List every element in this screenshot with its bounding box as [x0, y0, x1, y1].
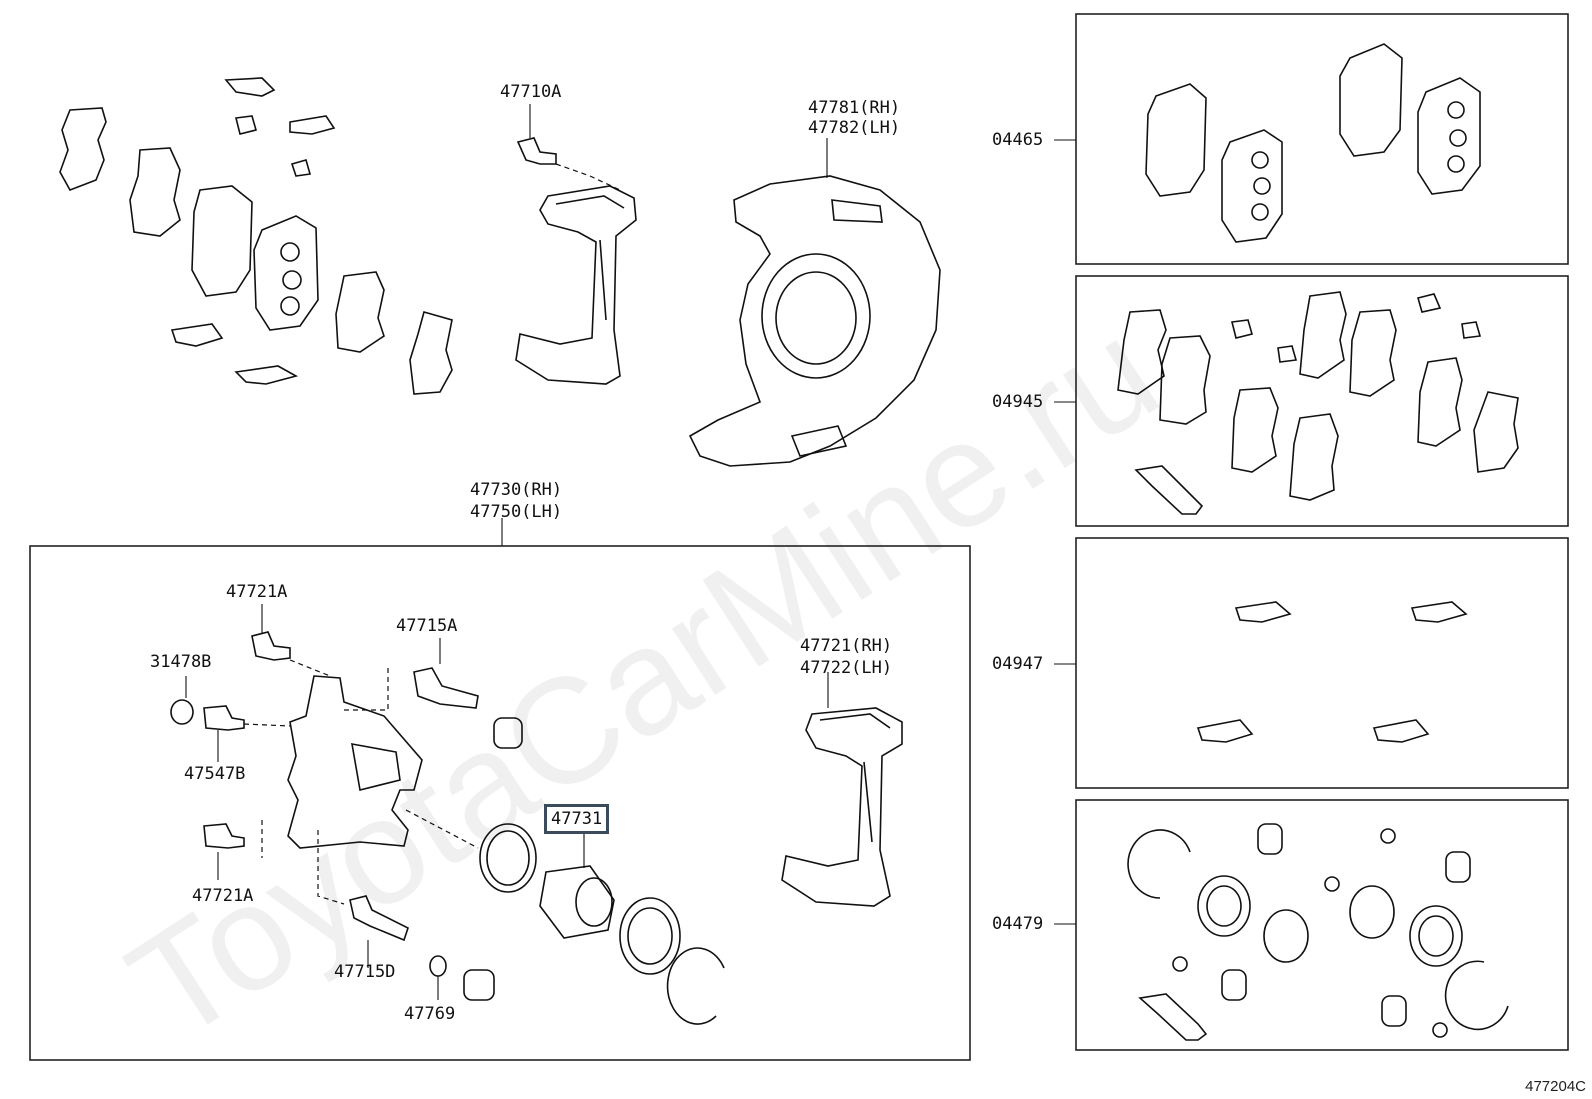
torque-plate-group — [515, 104, 637, 385]
caliper-mounting-group — [781, 672, 903, 907]
label-47547B[interactable]: 47547B — [184, 764, 246, 784]
caliper-assembly-box — [29, 518, 971, 1061]
kit-04947-clips — [1196, 601, 1468, 743]
diagram-code: 477204C — [1525, 1078, 1586, 1095]
label-47769[interactable]: 47769 — [404, 1004, 456, 1024]
label-47782-lh[interactable]: 47782(LH) — [808, 118, 901, 138]
kit-code-04947[interactable]: 04947 — [992, 654, 1044, 674]
kit-04945-shims — [1117, 291, 1519, 515]
label-47721A-top[interactable]: 47721A — [226, 582, 288, 602]
label-47721A-bottom[interactable]: 47721A — [192, 886, 254, 906]
label-47721-rh[interactable]: 47721(RH) — [800, 636, 893, 656]
dust-shield-group — [688, 138, 941, 467]
kit-04479-seals — [1127, 823, 1509, 1041]
pad-shim-group-top-left — [59, 77, 453, 395]
kit-code-04465[interactable]: 04465 — [992, 130, 1044, 150]
kit-code-04945[interactable]: 04945 — [992, 392, 1044, 412]
kit-code-04479[interactable]: 04479 — [992, 914, 1044, 934]
label-31478B[interactable]: 31478B — [150, 652, 212, 672]
label-47722-lh[interactable]: 47722(LH) — [800, 658, 893, 678]
label-47710A[interactable]: 47710A — [500, 82, 562, 102]
label-47730-rh[interactable]: 47730(RH) — [470, 480, 563, 500]
label-47781-rh[interactable]: 47781(RH) — [808, 98, 901, 118]
kit-04465-pads — [1145, 43, 1481, 243]
label-47715A[interactable]: 47715A — [396, 616, 458, 636]
label-47715D[interactable]: 47715D — [334, 962, 396, 982]
caliper-body-parts — [170, 604, 725, 1025]
kit-box-frames — [1054, 13, 1569, 1051]
label-47750-lh[interactable]: 47750(LH) — [470, 502, 563, 522]
label-47731-highlighted[interactable]: 47731 — [544, 804, 610, 834]
